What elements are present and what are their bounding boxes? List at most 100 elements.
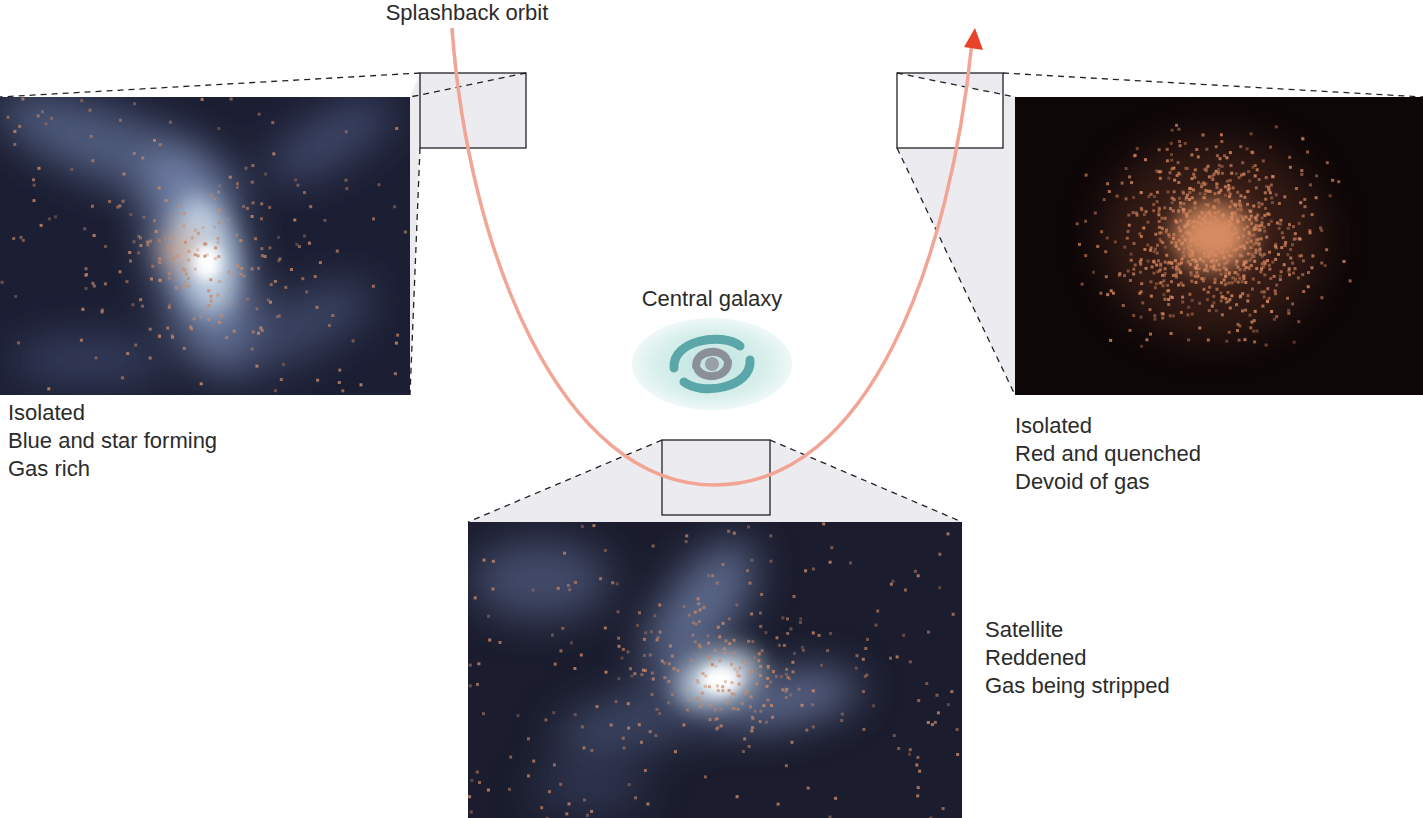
star-particle bbox=[1146, 243, 1149, 246]
star-particle bbox=[1324, 264, 1327, 267]
star-particle bbox=[1218, 268, 1221, 271]
star-particle bbox=[1268, 297, 1271, 300]
star-particle bbox=[765, 721, 768, 724]
star-particle bbox=[1168, 261, 1171, 264]
star-particle bbox=[956, 728, 959, 731]
star-particle bbox=[1190, 239, 1193, 242]
star-particle bbox=[658, 712, 661, 715]
star-particle bbox=[1186, 215, 1189, 218]
star-particle bbox=[1250, 222, 1253, 225]
star-particle bbox=[1213, 265, 1216, 268]
star-particle bbox=[938, 586, 941, 589]
star-particle bbox=[1263, 253, 1266, 256]
star-particle bbox=[1278, 227, 1281, 230]
star-particle bbox=[1264, 198, 1267, 201]
star-particle bbox=[627, 650, 630, 653]
star-particle bbox=[840, 719, 843, 722]
star-particle bbox=[1129, 279, 1132, 282]
star-particle bbox=[743, 737, 746, 740]
star-particle bbox=[258, 113, 261, 116]
star-particle bbox=[303, 235, 306, 238]
star-particle bbox=[1301, 273, 1304, 276]
star-particle bbox=[721, 689, 724, 692]
star-particle bbox=[252, 201, 255, 204]
star-particle bbox=[776, 636, 779, 639]
star-particle bbox=[1177, 128, 1180, 131]
star-particle bbox=[1202, 134, 1205, 137]
star-particle bbox=[218, 209, 221, 212]
star-particle bbox=[1268, 189, 1271, 192]
star-particle bbox=[1207, 222, 1210, 225]
star-particle bbox=[1217, 243, 1220, 246]
star-particle bbox=[1247, 190, 1250, 193]
star-particle bbox=[872, 704, 875, 707]
star-particle bbox=[1244, 281, 1247, 284]
star-particle bbox=[230, 98, 233, 101]
star-particle bbox=[217, 241, 220, 244]
star-particle bbox=[1178, 140, 1181, 143]
star-particle bbox=[1187, 246, 1190, 249]
star-particle bbox=[1184, 142, 1187, 145]
star-particle bbox=[1196, 243, 1199, 246]
star-particle bbox=[1275, 193, 1278, 196]
star-particle bbox=[1205, 182, 1208, 185]
star-particle bbox=[1203, 269, 1206, 272]
star-particle bbox=[1249, 210, 1252, 213]
star-particle bbox=[1165, 231, 1168, 234]
star-particle bbox=[856, 654, 859, 657]
star-particle bbox=[1301, 137, 1304, 140]
star-particle bbox=[1237, 323, 1240, 326]
star-particle bbox=[1242, 244, 1245, 247]
star-particle bbox=[95, 356, 98, 359]
star-particle bbox=[701, 692, 704, 695]
star-particle bbox=[826, 649, 829, 652]
star-particle bbox=[1164, 298, 1167, 301]
state-label: Red and quenched bbox=[1015, 441, 1201, 467]
star-particle bbox=[757, 659, 760, 662]
star-particle bbox=[1281, 231, 1284, 234]
star-particle bbox=[834, 797, 837, 800]
star-particle bbox=[201, 98, 204, 101]
star-particle bbox=[1258, 205, 1261, 208]
star-particle bbox=[1198, 257, 1201, 260]
star-particle bbox=[1169, 314, 1172, 317]
star-particle bbox=[1187, 220, 1190, 223]
star-particle bbox=[1195, 267, 1198, 270]
star-particle bbox=[1140, 191, 1143, 194]
star-particle bbox=[280, 378, 283, 381]
star-particle bbox=[1232, 223, 1235, 226]
star-particle bbox=[752, 717, 755, 720]
star-particle bbox=[874, 624, 877, 627]
star-particle bbox=[1178, 197, 1181, 200]
star-particle bbox=[798, 688, 801, 691]
star-particle bbox=[663, 676, 666, 679]
state-label: Blue and star forming bbox=[8, 428, 217, 454]
star-particle bbox=[341, 389, 344, 392]
star-particle bbox=[1269, 277, 1272, 280]
star-particle bbox=[1229, 223, 1232, 226]
star-particle bbox=[917, 574, 920, 577]
star-particle bbox=[1187, 338, 1190, 341]
star-particle bbox=[1159, 177, 1162, 180]
star-particle bbox=[696, 679, 699, 682]
star-particle bbox=[1203, 288, 1206, 291]
star-particle bbox=[1154, 233, 1157, 236]
star-particle bbox=[586, 814, 589, 817]
star-particle bbox=[1141, 301, 1144, 304]
star-particle bbox=[1187, 306, 1190, 309]
star-particle bbox=[725, 639, 728, 642]
star-particle bbox=[764, 631, 767, 634]
star-particle bbox=[807, 787, 810, 790]
star-particle bbox=[697, 602, 700, 605]
star-particle bbox=[754, 710, 757, 713]
star-particle bbox=[1291, 302, 1294, 305]
star-particle bbox=[1200, 183, 1203, 186]
star-particle bbox=[1320, 229, 1323, 232]
star-particle bbox=[1140, 316, 1143, 319]
star-particle bbox=[1226, 250, 1229, 253]
star-particle bbox=[139, 298, 142, 301]
star-particle bbox=[1255, 224, 1258, 227]
star-particle bbox=[1221, 251, 1224, 254]
star-particle bbox=[1179, 202, 1182, 205]
star-particle bbox=[345, 179, 348, 182]
